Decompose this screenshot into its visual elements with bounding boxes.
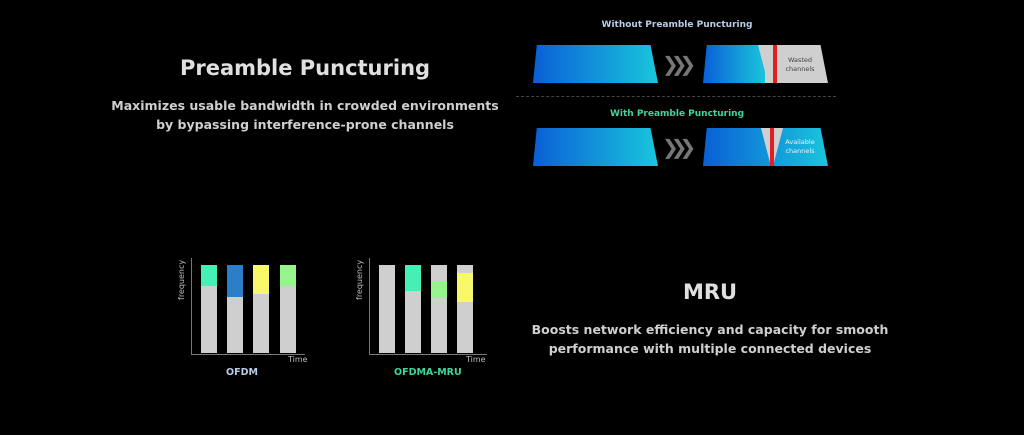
puncturing-subtitle: Maximizes usable bandwidth in crowded en…: [80, 96, 530, 134]
caption-line: Available: [785, 138, 815, 146]
channel-band-available: [703, 128, 828, 166]
bar: [280, 265, 296, 353]
with-label: With Preamble Puncturing: [609, 109, 745, 119]
bar: [431, 265, 447, 353]
bar: [405, 265, 421, 353]
x-axis: [369, 354, 487, 355]
interference-line: [773, 45, 777, 83]
x-axis-label: Time: [466, 355, 486, 364]
bar-segment-lightgreen: [280, 265, 296, 287]
bar-segment-blue: [227, 265, 243, 297]
bar-segment-teal: [405, 265, 421, 291]
bar-segment-lightgreen: [431, 280, 447, 298]
bar: [253, 265, 269, 353]
chart-title: OFDMA-MRU: [394, 367, 462, 378]
channel-band: [533, 128, 658, 166]
y-axis-label: frequency: [355, 259, 364, 300]
puncturing-title: Preamble Puncturing: [179, 56, 431, 80]
without-label: Without Preamble Puncturing: [601, 20, 753, 30]
x-axis: [191, 354, 305, 355]
bar: [457, 265, 473, 353]
divider: [516, 96, 836, 97]
subtitle-line: by bypassing interference-prone channels: [156, 117, 454, 132]
chevrons-icon: ❯❯❯: [662, 52, 696, 76]
mru-title: MRU: [682, 280, 738, 304]
y-axis: [369, 258, 370, 354]
channel-band: [533, 45, 658, 83]
mru-subtitle: Boosts network efficiency and capacity f…: [485, 320, 935, 358]
bar: [227, 265, 243, 353]
subtitle-line: performance with multiple connected devi…: [548, 341, 872, 356]
y-axis: [191, 258, 192, 354]
channel-band-wasted: [703, 45, 828, 83]
wedge: [758, 45, 768, 83]
subtitle-line: Maximizes usable bandwidth in crowded en…: [111, 98, 499, 113]
caption-line: channels: [785, 65, 815, 73]
bar: [201, 265, 217, 353]
chevrons-icon: ❯❯❯: [662, 135, 696, 159]
caption-line: Wasted: [787, 56, 813, 64]
y-axis-label: frequency: [177, 259, 186, 300]
bar-segment-yellow: [253, 265, 269, 295]
bar: [379, 265, 395, 353]
bar-segment-teal: [201, 265, 217, 287]
subtitle-line: Boosts network efficiency and capacity f…: [531, 322, 889, 337]
x-axis-label: Time: [288, 355, 308, 364]
interference-line: [770, 128, 774, 166]
bar-segment-yellow: [457, 272, 473, 302]
caption-line: channels: [785, 147, 815, 155]
chart-title: OFDM: [226, 367, 258, 378]
